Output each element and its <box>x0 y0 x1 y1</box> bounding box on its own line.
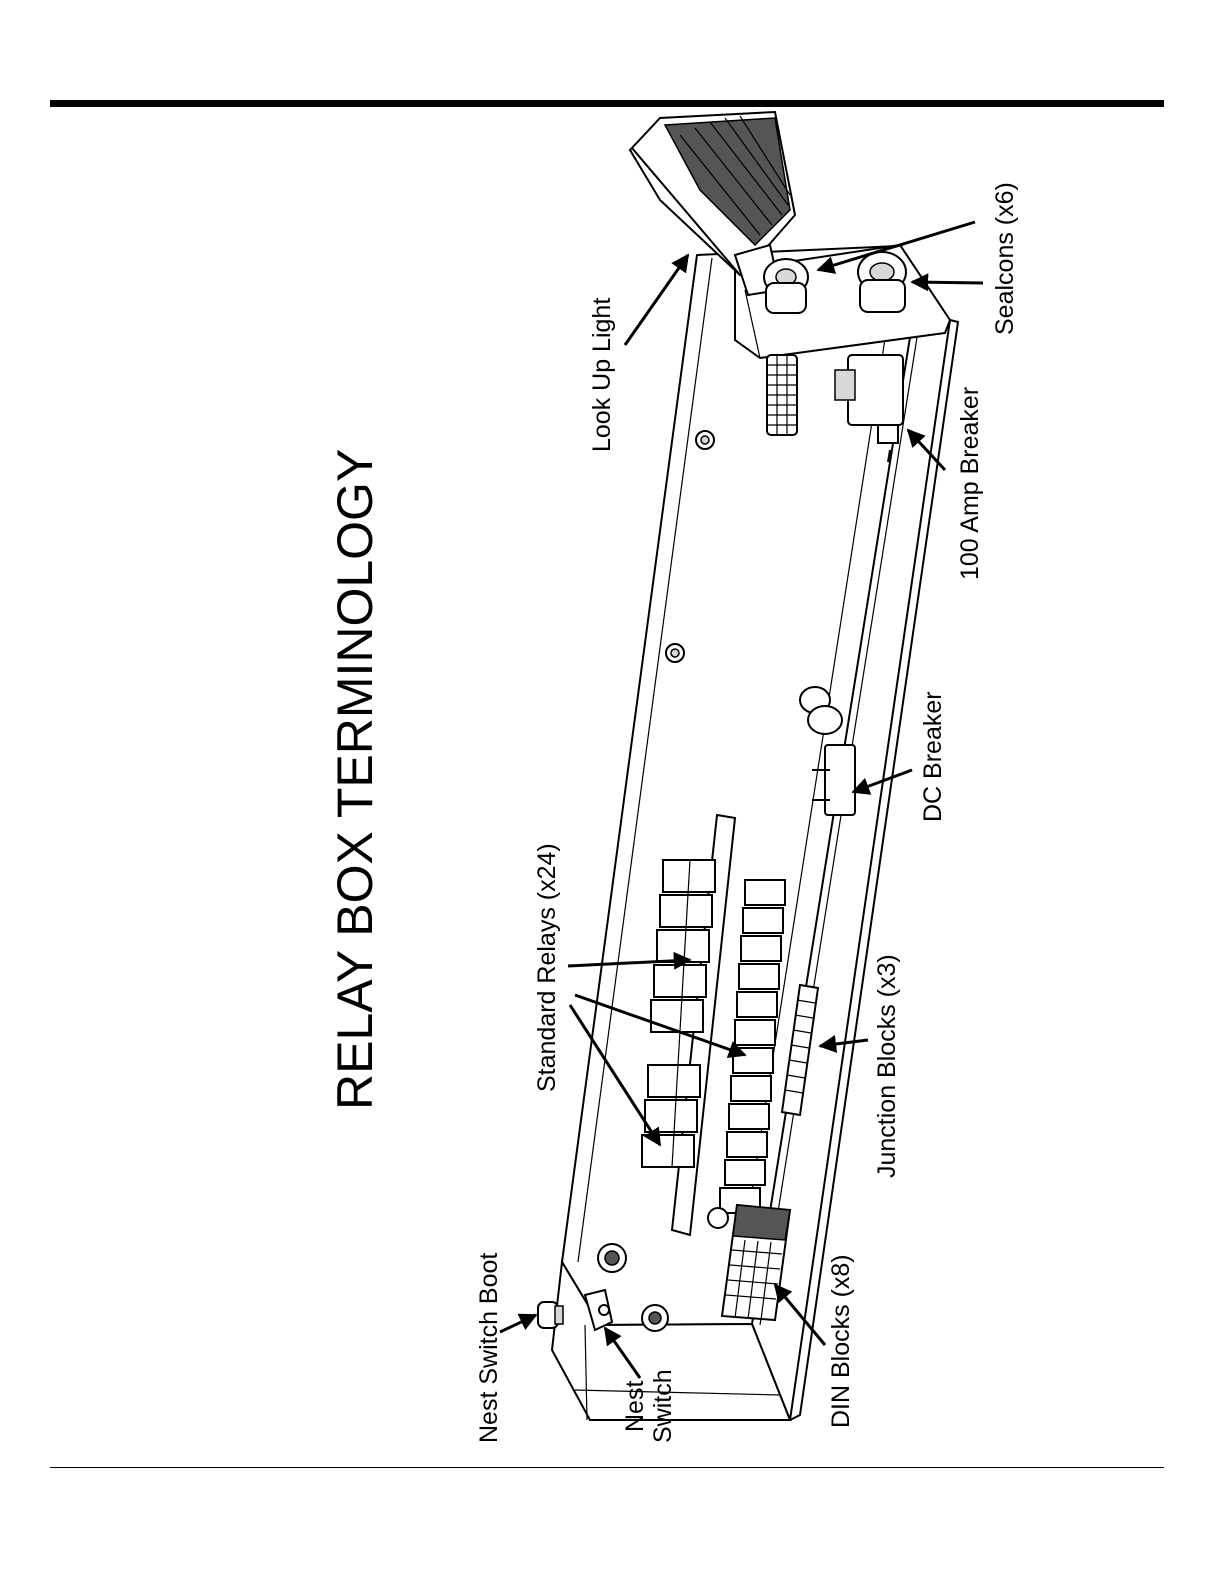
relay-column-lower <box>720 880 785 1213</box>
top-terminal-strip <box>767 355 797 435</box>
dc-breaker <box>800 687 855 815</box>
label-look-up-light: Look Up Light <box>588 298 616 452</box>
label-dc-breaker: DC Breaker <box>919 691 947 822</box>
label-standard-relays: Standard Relays (x24) <box>533 843 561 1092</box>
label-nest-switch-boot: Nest Switch Boot <box>475 1253 503 1443</box>
nest-switch-boot <box>538 1302 563 1328</box>
din-blocks <box>722 1205 790 1320</box>
junction-blocks <box>782 985 818 1115</box>
label-nest-switch-line1: Nest <box>621 1381 649 1432</box>
page-title: RELAY BOX TERMINOLOGY <box>327 449 383 1110</box>
label-nest-switch-line2: Switch <box>649 1369 677 1443</box>
label-sealcons: Sealcons (x6) <box>991 182 1019 335</box>
grommets <box>598 1208 728 1331</box>
label-100-amp-breaker: 100 Amp Breaker <box>956 387 984 580</box>
label-junction-blocks: Junction Blocks (x3) <box>873 954 901 1178</box>
label-din-blocks: DIN Blocks (x8) <box>827 1254 855 1428</box>
